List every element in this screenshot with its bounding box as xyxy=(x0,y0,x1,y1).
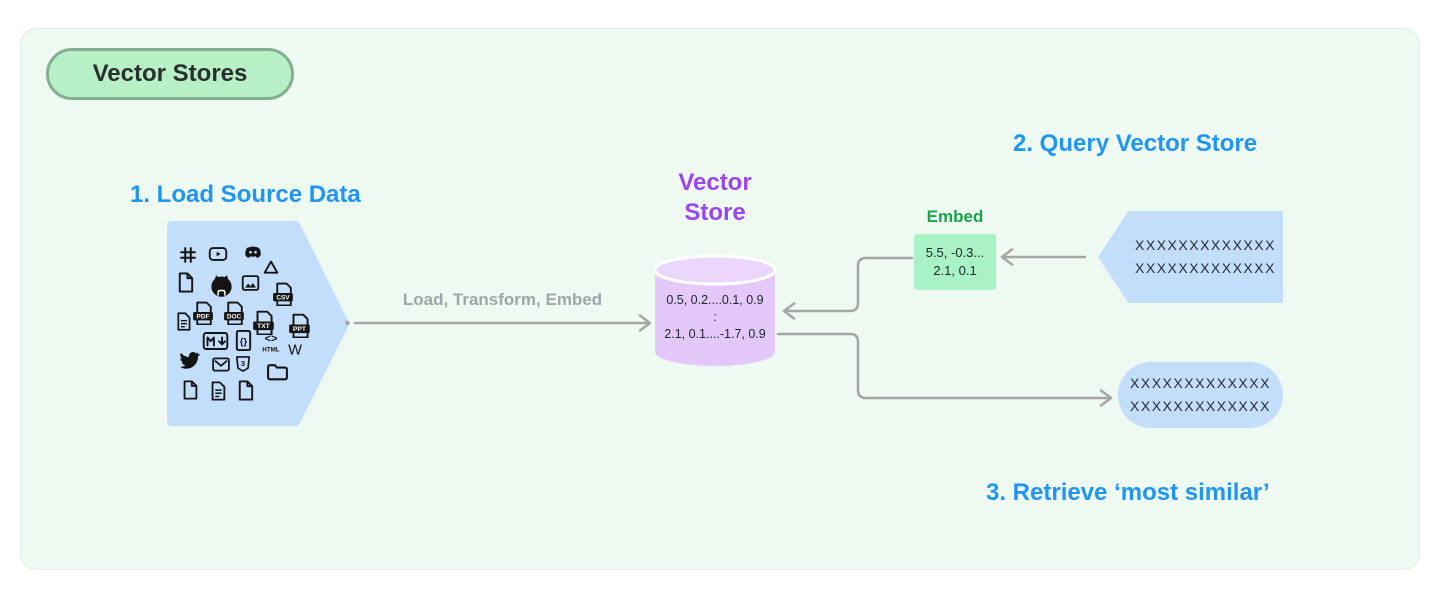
step3-heading: 3. Retrieve ‘most similar’ xyxy=(986,479,1270,506)
vector-values-line3: 2.1, 0.1....-1.7, 0.9 xyxy=(664,327,766,341)
embed-value-line1: 5.5, -0.3... xyxy=(925,245,985,260)
load-transform-embed-label: Load, Transform, Embed xyxy=(402,290,603,309)
wikipedia-icon: W xyxy=(284,339,306,361)
file-icon xyxy=(235,379,256,402)
doc-file-icon: DOC xyxy=(222,300,247,325)
markdown-icon xyxy=(202,331,229,351)
step2-heading: 2. Query Vector Store xyxy=(1013,130,1258,157)
pdf-file-icon: PDF xyxy=(191,300,216,325)
query-text-shape: XXXXXXXXXXXXX XXXXXXXXXXXXX xyxy=(1098,211,1283,303)
txt-file-icon: TXT xyxy=(251,309,277,335)
html-word-label: HTML xyxy=(262,347,279,354)
embed-value-line2: 2.1, 0.1 xyxy=(933,263,977,278)
vector-store-title-line2: Store xyxy=(684,199,746,226)
result-text-line1: XXXXXXXXXXXXX xyxy=(1130,375,1271,391)
embed-label: Embed xyxy=(926,207,984,226)
result-text-line2: XXXXXXXXXXXXX xyxy=(1130,398,1271,414)
wikipedia-label: W xyxy=(288,343,302,359)
step1-heading: 1. Load Source Data xyxy=(130,181,361,208)
image-icon xyxy=(239,272,262,294)
text-file-icon xyxy=(174,311,193,332)
vector-store-values: 0.5, 0.2....0.1, 0.9 : 2.1, 0.1....-1.7,… xyxy=(655,292,775,343)
code-file-icon: {} xyxy=(233,329,254,352)
folder-icon xyxy=(264,360,291,383)
query-text-line1: XXXXXXXXXXXXX xyxy=(1135,237,1276,253)
file-icon xyxy=(180,379,200,401)
braces-label: {} xyxy=(240,336,248,347)
discord-icon xyxy=(241,242,265,264)
vector-values-line1: 0.5, 0.2....0.1, 0.9 xyxy=(666,293,764,307)
file-icon xyxy=(175,271,196,294)
vector-stores-badge-label: Vector Stores xyxy=(92,60,248,87)
css3-label: 3 xyxy=(241,359,245,368)
ppt-file-icon: PPT xyxy=(287,312,313,338)
vector-store-title: Vector Store xyxy=(640,168,790,228)
embed-vector-box: 5.5, -0.3... 2.1, 0.1 xyxy=(914,234,996,290)
vector-values-line2: : xyxy=(713,310,717,324)
result-text-shape: XXXXXXXXXXXXX XXXXXXXXXXXXX xyxy=(1118,362,1283,428)
twitter-icon xyxy=(177,348,203,372)
text-file-icon xyxy=(208,380,228,402)
email-icon xyxy=(209,354,233,375)
github-icon xyxy=(208,272,235,299)
ppt-label: PPT xyxy=(293,326,307,333)
slack-icon xyxy=(177,244,199,266)
csv-label: CSV xyxy=(276,294,290,301)
doc-label: DOC xyxy=(227,313,242,320)
css3-icon: 3 xyxy=(233,353,253,375)
vector-store-title-line1: Vector xyxy=(678,169,752,196)
youtube-icon xyxy=(207,243,229,265)
google-drive-icon xyxy=(261,258,281,277)
pdf-label: PDF xyxy=(197,313,210,320)
txt-label: TXT xyxy=(257,323,271,330)
query-text-line2: XXXXXXXXXXXXX xyxy=(1135,260,1276,276)
vector-stores-badge: Vector Stores xyxy=(46,48,294,100)
csv-file-icon: CSV xyxy=(271,281,296,306)
html-tag-label: <> xyxy=(265,333,278,345)
html-icon: <> HTML xyxy=(259,332,283,354)
